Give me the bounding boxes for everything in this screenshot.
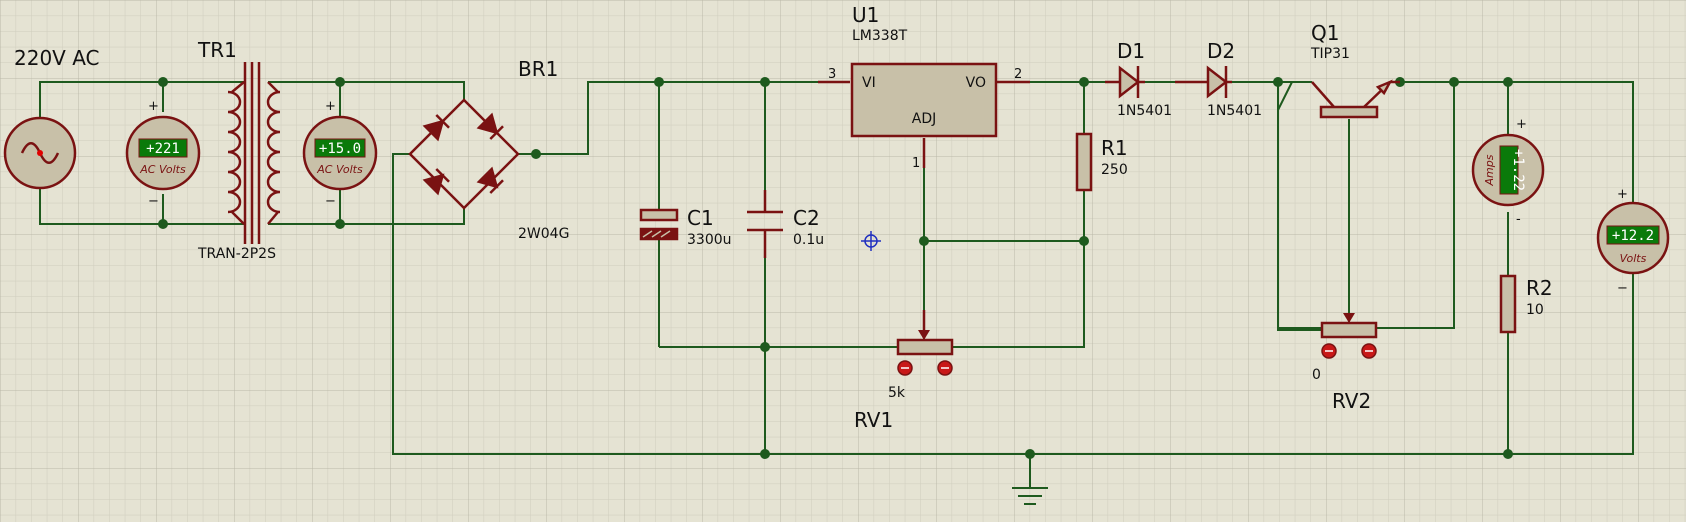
d2-ref: D2 — [1207, 39, 1235, 63]
br1-value: 2W04G — [518, 226, 569, 242]
tr1-value: TRAN-2P2S — [197, 246, 276, 262]
ac-source[interactable] — [3, 116, 77, 190]
voltmeter-1-reading: +221 — [146, 141, 180, 157]
voltmeter-2-minus: − — [325, 194, 336, 209]
transformer-tr1[interactable] — [227, 62, 281, 244]
rv2-ref: RV2 — [1332, 389, 1371, 413]
c2-value: 0.1u — [793, 232, 824, 248]
ammeter[interactable]: +1.22 Amps + - — [1471, 117, 1545, 227]
c1-value: 3300u — [687, 232, 732, 248]
capacitor-c2[interactable] — [747, 190, 783, 258]
ammeter-reading: +1.22 — [1510, 149, 1526, 191]
dc-voltmeter-plus: + — [1617, 187, 1628, 202]
rv2-value: 0 — [1312, 367, 1321, 383]
resistor-r2[interactable] — [1499, 274, 1517, 334]
junction-dots — [158, 77, 1513, 459]
potentiometer-rv2[interactable] — [1320, 313, 1378, 359]
d1-ref: D1 — [1117, 39, 1145, 63]
u1-pin-2: 2 — [1014, 67, 1022, 82]
rv1-ref: RV1 — [854, 408, 893, 432]
tr1-ref: TR1 — [197, 38, 237, 62]
bridge-rectifier-br1[interactable] — [408, 98, 520, 210]
u1-pin-3: 3 — [828, 67, 836, 82]
regulator-u1[interactable]: VI VO ADJ 3 2 1 — [818, 62, 1030, 171]
dc-voltmeter[interactable]: +12.2 Volts + − — [1596, 187, 1670, 296]
capacitor-c1[interactable] — [639, 208, 679, 241]
ac-voltmeter-2[interactable]: +15.0 AC Volts + − — [302, 99, 378, 209]
ammeter-minus: - — [1516, 212, 1521, 227]
r1-ref: R1 — [1101, 136, 1128, 160]
voltmeter-2-reading: +15.0 — [319, 141, 361, 157]
u1-pin-1: 1 — [912, 156, 920, 171]
voltmeter-2-plus: + — [325, 99, 336, 114]
ground-icon[interactable] — [1012, 487, 1048, 505]
transistor-q1[interactable] — [1311, 79, 1400, 119]
potentiometer-rv1[interactable] — [896, 310, 954, 376]
ac-voltmeter-1[interactable]: +221 AC Volts + − — [125, 99, 201, 209]
dc-voltmeter-reading: +12.2 — [1612, 228, 1654, 244]
q1-ref: Q1 — [1311, 21, 1339, 45]
u1-vo-label: VO — [966, 75, 986, 91]
diode-d2[interactable] — [1175, 65, 1232, 99]
d2-value: 1N5401 — [1207, 103, 1262, 119]
r1-value: 250 — [1101, 162, 1128, 178]
r2-value: 10 — [1526, 302, 1544, 318]
voltmeter-1-unit: AC Volts — [139, 163, 186, 176]
ammeter-plus: + — [1516, 117, 1527, 132]
voltmeter-1-plus: + — [148, 99, 159, 114]
c2-ref: C2 — [793, 206, 820, 230]
q1-value: TIP31 — [1310, 46, 1350, 62]
diode-d1[interactable] — [1105, 65, 1145, 99]
c1-ref: C1 — [687, 206, 714, 230]
u1-ref: U1 — [852, 3, 879, 27]
br1-ref: BR1 — [518, 57, 558, 81]
ammeter-unit: Amps — [1483, 154, 1496, 186]
r2-ref: R2 — [1526, 276, 1553, 300]
dc-voltmeter-minus: − — [1617, 281, 1628, 296]
u1-vi-label: VI — [862, 75, 876, 91]
probe-crosshair-icon[interactable] — [861, 231, 881, 251]
source-label: 220V AC — [14, 46, 100, 70]
voltmeter-2-unit: AC Volts — [316, 163, 363, 176]
rv1-value: 5k — [888, 385, 906, 401]
voltmeter-1-minus: − — [148, 194, 159, 209]
resistor-r1[interactable] — [1075, 132, 1093, 192]
dc-voltmeter-unit: Volts — [1620, 252, 1647, 265]
u1-value: LM338T — [852, 28, 908, 44]
d1-value: 1N5401 — [1117, 103, 1172, 119]
u1-adj-label: ADJ — [912, 111, 937, 127]
